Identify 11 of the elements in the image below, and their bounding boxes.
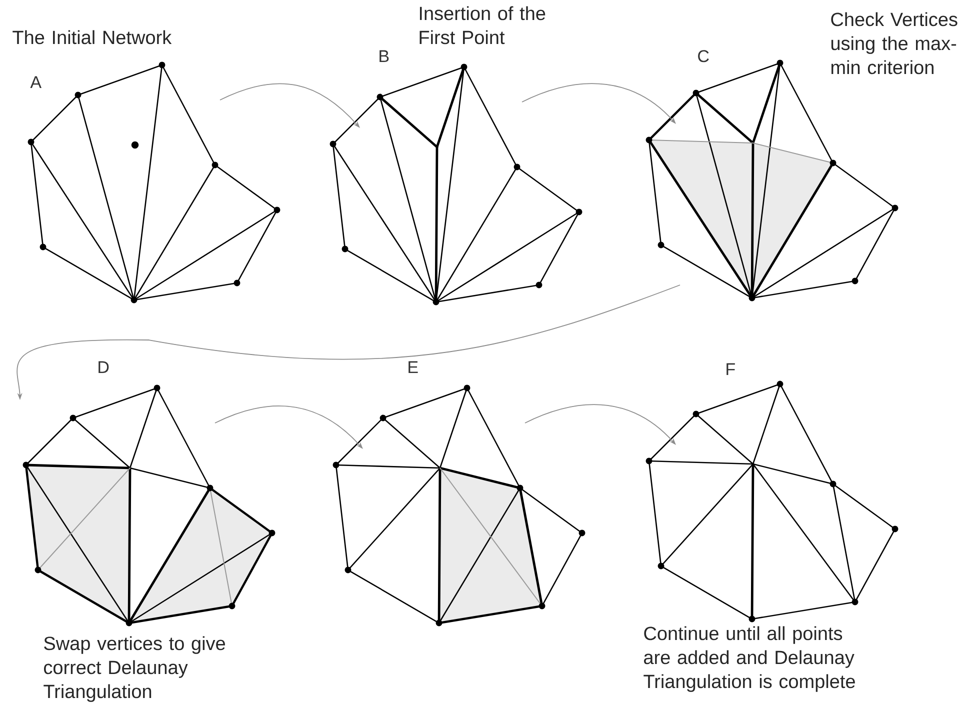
- step-caption: The Initial Network: [12, 30, 172, 44]
- panel-letter: A: [30, 76, 42, 88]
- step-caption: Swap vertices to give correct Delaunay Triangulation: [44, 636, 225, 702]
- panel-letter: E: [408, 361, 418, 373]
- step-caption: Check Vertices using the max-min criterion: [831, 12, 958, 74]
- panel-letter: D: [98, 361, 109, 373]
- step-caption: Insertion of the First Point: [420, 6, 546, 44]
- step-caption: Continue until all points are added and Delaunay Triangulation is complete: [644, 626, 855, 692]
- panel-letter: B: [380, 50, 389, 62]
- panel-letter: F: [726, 363, 735, 375]
- panel-letter: C: [698, 50, 709, 62]
